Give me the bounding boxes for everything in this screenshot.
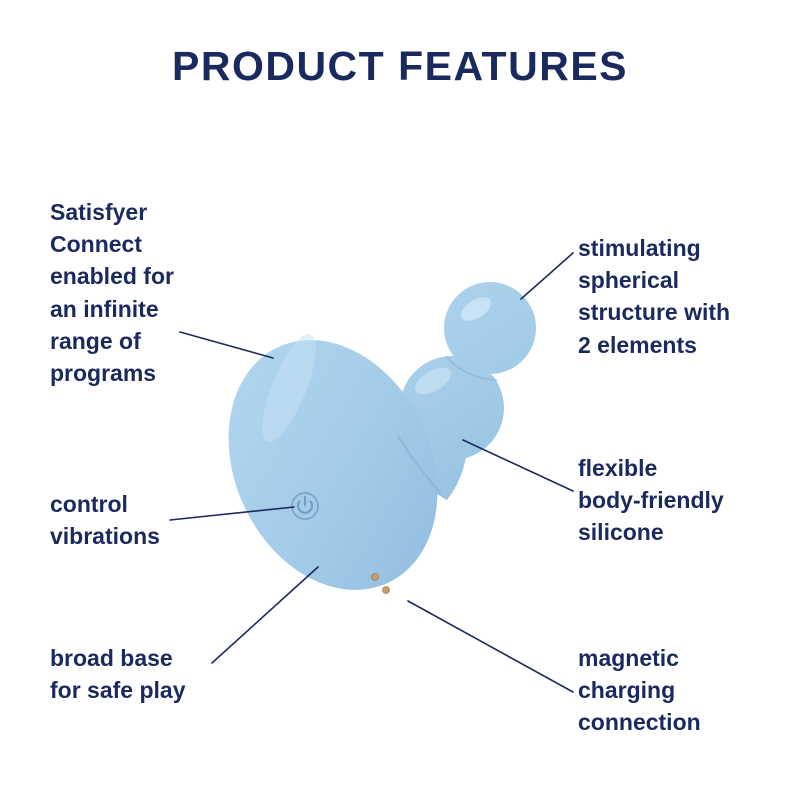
page-title: PRODUCT FEATURES xyxy=(171,43,629,89)
charging-contacts-icon xyxy=(371,573,390,594)
feature-label-magnetic-charging: magnetic charging connection xyxy=(578,645,701,736)
product-base xyxy=(228,340,438,590)
feature-label-stimulating-structure: stimulating spherical structure with 2 e… xyxy=(578,235,731,358)
product-image xyxy=(228,282,536,594)
connector-lines xyxy=(169,252,574,693)
feature-label-control-vibrations: control vibrations xyxy=(50,491,160,550)
connector-flexible-silicone xyxy=(462,439,574,492)
feature-label-satisfyer-connect: Satisfyer Connect enabled for an infinit… xyxy=(50,199,174,386)
base-highlight xyxy=(262,333,316,443)
product-tip-sphere xyxy=(444,282,536,374)
tip-sphere-highlight xyxy=(460,297,492,321)
connector-broad-base xyxy=(211,566,319,664)
base-stem-crease xyxy=(397,435,442,495)
feature-label-broad-base: broad base for safe play xyxy=(50,645,186,704)
power-button-icon xyxy=(291,492,319,520)
waist-crease xyxy=(445,355,498,381)
bulge-highlight xyxy=(414,367,452,395)
connector-control-vibrations xyxy=(169,506,295,521)
connector-satisfyer-connect xyxy=(179,331,274,359)
connector-magnetic-charging xyxy=(407,600,574,693)
connector-stimulating-structure xyxy=(520,252,574,300)
feature-label-flexible-silicone: flexible body-friendly silicone xyxy=(578,455,724,546)
